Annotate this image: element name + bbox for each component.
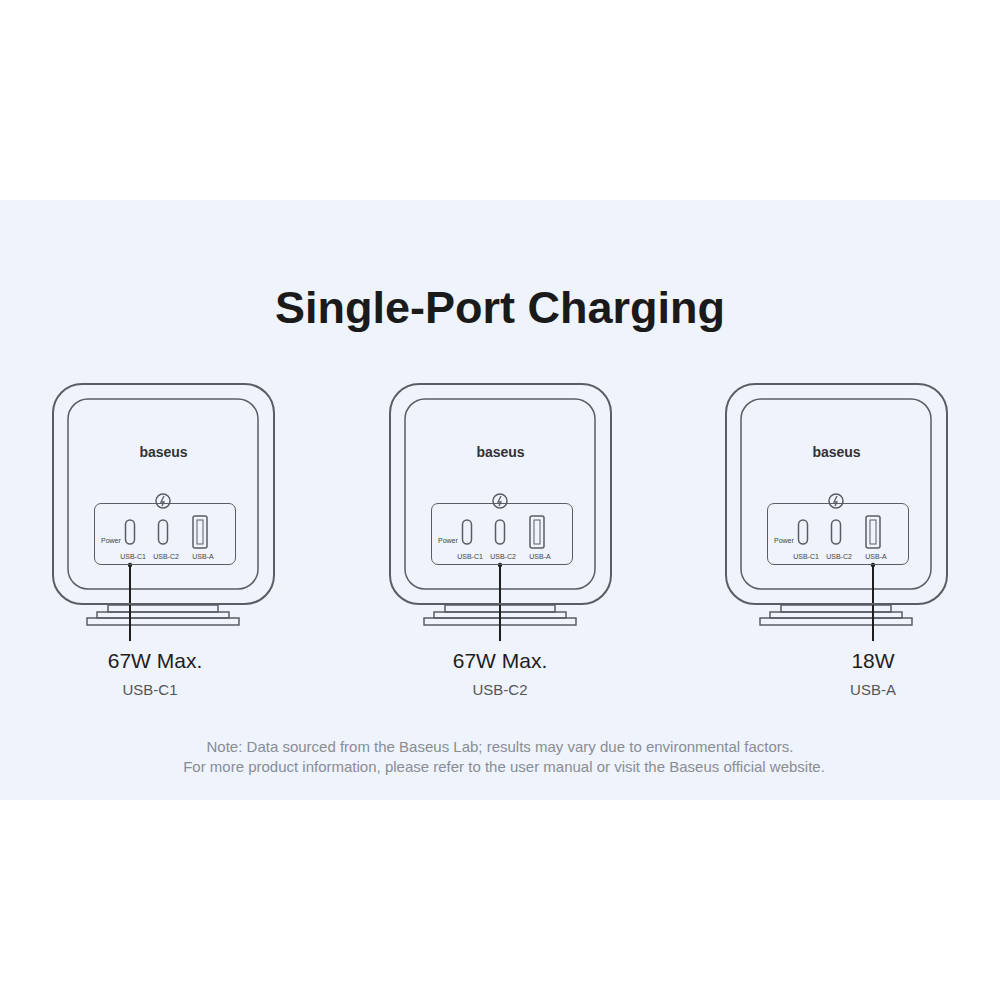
usb-a-tongue: [197, 520, 203, 544]
usb-c-port: [126, 520, 135, 544]
bolt-symbol: [834, 496, 837, 506]
port-label: USB-C2: [490, 553, 516, 560]
usb-a-tongue: [534, 520, 540, 544]
leader-line: [129, 565, 131, 641]
note: Note: Data sourced from the Baseus Lab; …: [207, 739, 794, 756]
port-label: USB-C1: [120, 553, 146, 560]
usb-c-port: [832, 520, 841, 544]
charger-housing: baseusPowerUSB-C1 USB-C2 USB-A: [389, 383, 612, 605]
port-label: USB-A: [192, 553, 213, 560]
indicator-icon: [156, 494, 170, 508]
power-rating: 18W: [851, 649, 894, 672]
stand: [770, 612, 902, 618]
brand-logo: baseus: [139, 445, 187, 459]
leader-line: [499, 565, 501, 641]
power-rating: 67W Max.: [453, 649, 548, 672]
indicator-icon: [493, 494, 507, 508]
brand-logo: baseus: [476, 445, 524, 459]
power-label: Power: [774, 537, 794, 544]
leader-dot: [871, 563, 875, 567]
background-band: [0, 200, 1000, 800]
leader-line: [872, 565, 874, 641]
power-rating: 67W Max.: [108, 649, 203, 672]
stand: [87, 618, 239, 625]
leader-dot: [498, 563, 502, 567]
usb-a-port: [530, 516, 544, 548]
usb-c-port: [496, 520, 505, 544]
port-name: USB-C1: [122, 682, 177, 699]
power-label: Power: [101, 537, 121, 544]
port-panel: PowerUSB-C1 USB-C2 USB-A: [767, 503, 909, 565]
usb-c-port: [159, 520, 168, 544]
title: Single-Port Charging: [275, 283, 725, 333]
leader-dot: [128, 563, 132, 567]
bolt-symbol: [161, 496, 164, 506]
bolt-symbol: [498, 496, 501, 506]
port-label: USB-C2: [153, 553, 179, 560]
brand-logo: baseus: [812, 445, 860, 459]
port-name: USB-A: [850, 682, 896, 699]
port-name: USB-C2: [472, 682, 527, 699]
port-label: USB-C1: [457, 553, 483, 560]
inner-face: [405, 399, 595, 589]
port-label: USB-A: [529, 553, 550, 560]
usb-a-tongue: [870, 520, 876, 544]
charger-housing: baseusPowerUSB-C1 USB-C2 USB-A: [52, 383, 275, 605]
stand: [97, 612, 229, 618]
usb-c-port: [463, 520, 472, 544]
usb-a-port: [193, 516, 207, 548]
indicator-icon: [829, 494, 843, 508]
port-label: USB-A: [865, 553, 886, 560]
note: For more product information, please ref…: [183, 759, 825, 776]
usb-a-port: [866, 516, 880, 548]
inner-face: [68, 399, 258, 589]
stand: [781, 605, 891, 612]
port-label: USB-C2: [826, 553, 852, 560]
charger-housing: baseusPowerUSB-C1 USB-C2 USB-A: [725, 383, 948, 605]
port-label: USB-C1: [793, 553, 819, 560]
usb-c-port: [799, 520, 808, 544]
port-panel: PowerUSB-C1 USB-C2 USB-A: [94, 503, 236, 565]
stand: [760, 618, 912, 625]
inner-face: [741, 399, 931, 589]
port-panel: PowerUSB-C1 USB-C2 USB-A: [431, 503, 573, 565]
stand: [108, 605, 218, 612]
power-label: Power: [438, 537, 458, 544]
